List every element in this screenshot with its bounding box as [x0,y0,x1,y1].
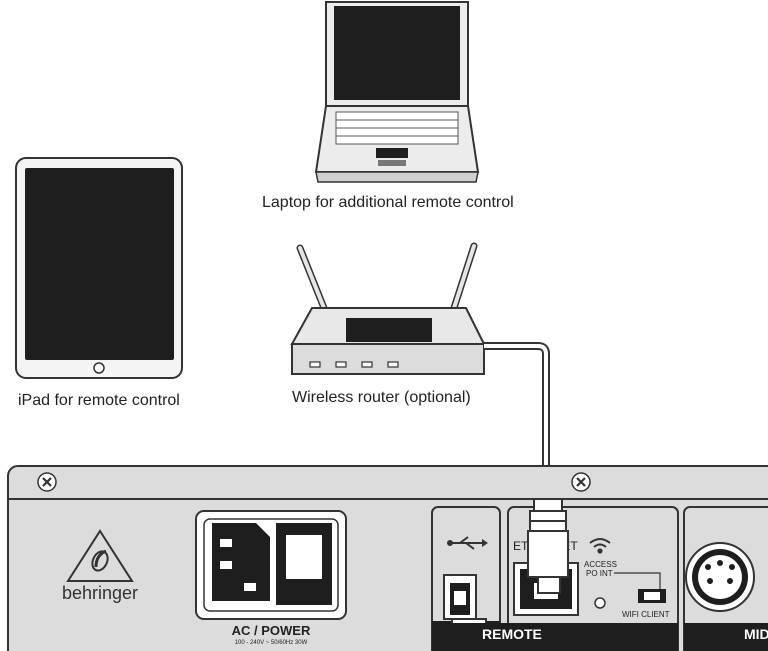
ipad-caption: iPad for remote control [18,392,180,409]
ethernet-plug [527,498,569,594]
tablet-icon [15,157,183,379]
midi-label: MIDI [744,626,768,642]
wifi-mode-top: ACCESS [584,560,617,569]
router-caption: Wireless router (optional) [292,389,471,406]
midi-port[interactable] [685,542,755,612]
power-switch[interactable] [276,523,332,605]
router-icon [290,242,550,502]
rear-panel: behringer AC / POWER 100 - 240V ~ 50/60H… [7,465,768,651]
remote-label: REMOTE [482,626,542,642]
power-label: AC / POWER [232,623,311,638]
laptop-screen [334,6,460,100]
usb-port[interactable] [443,574,477,620]
wifi-mode-bottom: PO INT [586,569,613,578]
usb-icon [447,536,488,550]
laptop-caption: Laptop for additional remote control [262,194,514,211]
screw-icon [571,472,591,492]
laptop-icon [314,1,480,183]
screw-icon [37,472,57,492]
brand-label: behringer [62,583,138,603]
wifi-client-label: WIFI CLIENT [622,610,670,619]
power-spec: 100 - 240V ~ 50/60Hz 30W [235,640,308,646]
wifi-mode-switch[interactable] [638,589,666,603]
behringer-logo [66,529,134,582]
wifi-icon [589,538,611,554]
reset-button[interactable] [594,597,606,609]
